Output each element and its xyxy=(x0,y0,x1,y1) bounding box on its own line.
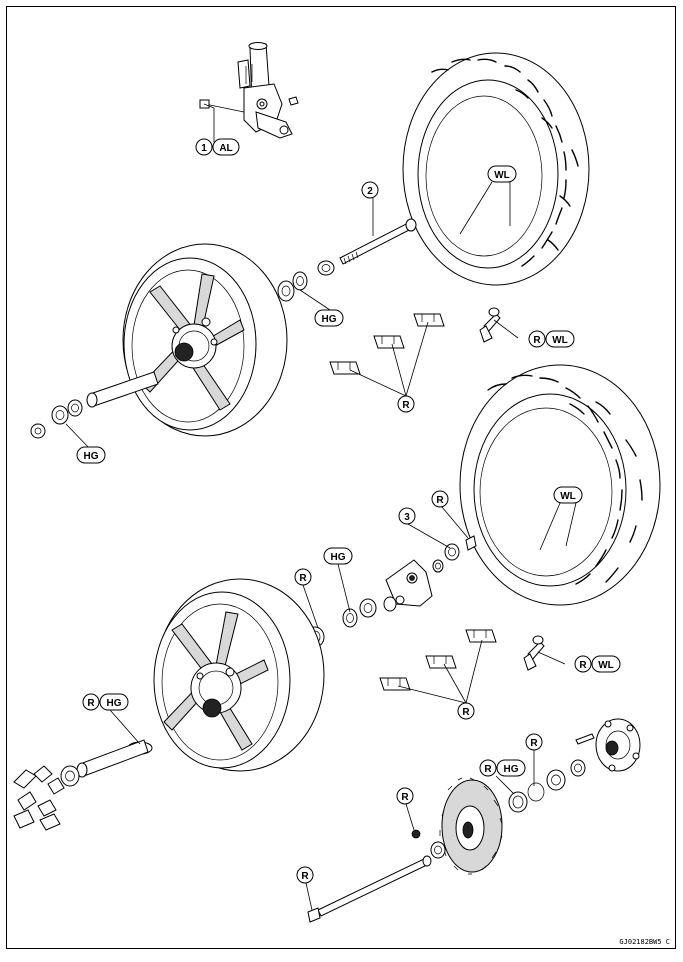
front-right-bearing xyxy=(277,271,308,302)
svg-text:R: R xyxy=(299,573,307,584)
svg-text:WL: WL xyxy=(560,491,576,502)
callout-r-rear-valve: R xyxy=(574,655,592,673)
svg-text:R: R xyxy=(301,871,309,882)
rear-air-valve xyxy=(523,635,545,671)
front-right-spacer xyxy=(317,260,335,276)
badge-hg-oil-seal: HG xyxy=(496,759,526,777)
svg-text:WL: WL xyxy=(494,170,510,181)
svg-text:R: R xyxy=(533,335,541,346)
svg-text:HG: HG xyxy=(107,698,122,709)
coupling-circlip xyxy=(527,782,545,802)
svg-text:R: R xyxy=(436,495,444,506)
rear-sprocket xyxy=(439,777,503,875)
rear-coupling xyxy=(595,718,641,772)
rear-left-bearing xyxy=(60,765,80,787)
leader-lines xyxy=(65,103,577,911)
svg-text:3: 3 xyxy=(404,512,410,523)
badge-wl-rear-valve: WL xyxy=(591,655,621,673)
callout-r-lower-cotter: R xyxy=(296,866,314,884)
front-left-bearing xyxy=(30,399,83,439)
callout-r-front-weights: R xyxy=(397,395,415,413)
callout-2: 2 xyxy=(361,181,379,199)
svg-text:R: R xyxy=(402,400,410,411)
svg-text:R: R xyxy=(401,792,409,803)
callout-r-front-valve: R xyxy=(528,330,546,348)
front-tire-tread xyxy=(431,58,579,267)
badge-al: AL xyxy=(212,138,240,156)
badge-hg-o-ring: HG xyxy=(99,693,129,711)
rear-tire xyxy=(459,364,661,606)
callout-r-circlip: R xyxy=(525,733,543,751)
svg-text:R: R xyxy=(530,738,538,749)
svg-text:R: R xyxy=(484,764,492,775)
rear-axle-collar xyxy=(430,841,446,859)
callout-r-rear-weights: R xyxy=(457,702,475,720)
front-fork-bracket xyxy=(199,42,299,139)
callout-r-oil-seal: R xyxy=(479,759,497,777)
sprocket-nut xyxy=(411,829,421,839)
callout-r-rear-cotter: R xyxy=(431,490,449,508)
rear-cotter-pin-lower xyxy=(307,907,321,923)
rear-wheel xyxy=(153,578,325,772)
rear-cotter-pin-upper xyxy=(465,535,477,551)
svg-text:HG: HG xyxy=(322,314,337,325)
svg-text:1: 1 xyxy=(201,143,207,154)
svg-text:WL: WL xyxy=(552,335,568,346)
callout-3: 3 xyxy=(398,507,416,525)
rear-right-collar xyxy=(432,543,460,573)
front-wheel xyxy=(122,243,288,437)
svg-text:2: 2 xyxy=(367,186,373,197)
svg-text:HG: HG xyxy=(84,451,99,462)
rear-caliper-bracket xyxy=(383,559,433,612)
badge-wl-front-tire: WL xyxy=(487,165,517,183)
front-air-valve xyxy=(479,307,501,343)
rear-tire-tread xyxy=(487,374,643,585)
badge-hg-front-left: HG xyxy=(76,446,106,464)
rear-rubber-damper xyxy=(13,765,65,831)
svg-text:R: R xyxy=(579,660,587,671)
svg-text:HG: HG xyxy=(504,764,519,775)
badge-wl-front-valve: WL xyxy=(545,330,575,348)
front-hub-spacer xyxy=(86,371,159,408)
callout-r-o-ring: R xyxy=(82,693,100,711)
drawing-code: GJ02182BW5 C xyxy=(619,938,670,946)
callout-r-rear-right: R xyxy=(294,568,312,586)
svg-text:WL: WL xyxy=(598,660,614,671)
rear-axle xyxy=(317,855,432,917)
rear-balance-weights xyxy=(379,629,497,691)
rear-hub-spacer xyxy=(76,739,149,778)
coupling-stud xyxy=(575,733,595,745)
callout-r-sprocket-nut: R xyxy=(396,787,414,805)
svg-text:AL: AL xyxy=(219,143,232,154)
svg-text:HG: HG xyxy=(331,552,346,563)
svg-text:R: R xyxy=(462,707,470,718)
coupling-oil-seal xyxy=(508,791,528,813)
front-balance-weights xyxy=(329,313,445,375)
border xyxy=(6,6,676,949)
callout-1: 1 xyxy=(195,138,213,156)
svg-text:R: R xyxy=(87,698,95,709)
front-axle xyxy=(339,218,417,265)
badge-hg-front-right: HG xyxy=(314,309,344,327)
coupling-bearing-spacer xyxy=(546,759,586,791)
badge-hg-rear-right: HG xyxy=(323,547,353,565)
badge-wl-rear-tire: WL xyxy=(553,486,583,504)
